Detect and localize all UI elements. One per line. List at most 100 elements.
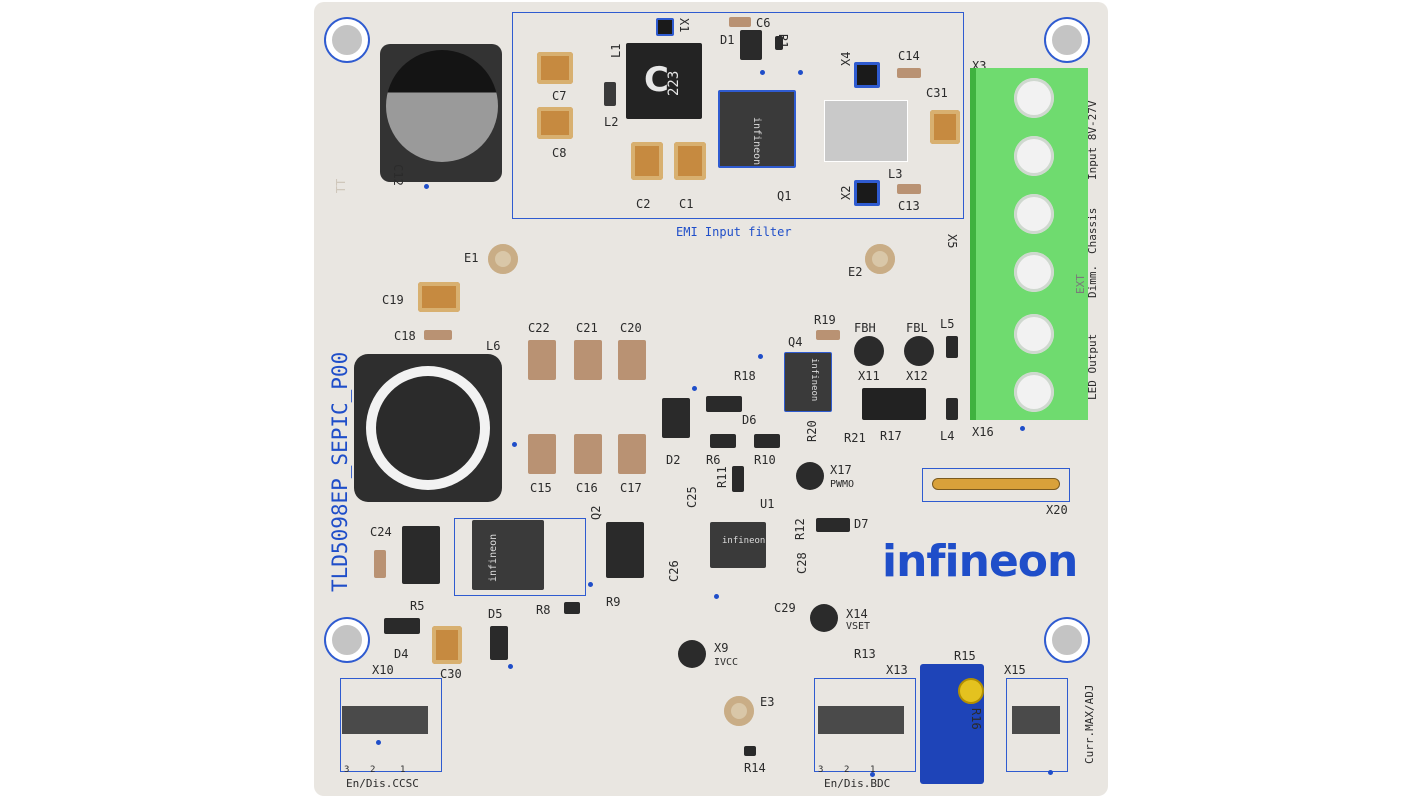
ref-x14: X14 <box>846 607 868 621</box>
ref-c17: C17 <box>620 481 642 495</box>
potentiometer-knob[interactable] <box>958 678 984 704</box>
header-x15[interactable] <box>1012 706 1060 734</box>
inductor-l2 <box>604 82 616 106</box>
ref-c2: C2 <box>636 197 651 211</box>
capacitor-c8 <box>537 107 573 139</box>
ref-c18: C18 <box>394 329 416 343</box>
ref-x12: X12 <box>906 369 928 383</box>
header-x13[interactable] <box>818 706 904 734</box>
ref-c12: C12 <box>390 164 405 186</box>
inductor-l5 <box>946 336 958 358</box>
terminal-screw-4[interactable] <box>1014 252 1054 292</box>
capacitor-c31 <box>930 110 960 144</box>
label-input-voltage: Input 8V-27V <box>1086 100 1099 180</box>
test-point-e3[interactable] <box>724 696 754 726</box>
ref-d1: D1 <box>720 33 735 47</box>
terminal-screw-5[interactable] <box>1014 314 1054 354</box>
ref-r18: R18 <box>734 369 756 383</box>
mosfet-q1 <box>718 90 796 168</box>
infineon-logo: infineon <box>882 536 1078 587</box>
c12-polarity-mark: TT <box>334 178 349 194</box>
ref-r11: R11 <box>715 466 729 488</box>
controller-u1 <box>710 522 766 568</box>
mosfet-q2 <box>472 520 544 590</box>
ref-x9: X9 <box>714 641 729 655</box>
connector-x1 <box>656 18 674 36</box>
x10-pin-2: 2 <box>370 765 376 775</box>
caption-vset: VSET <box>846 621 871 632</box>
terminal-screw-1[interactable] <box>1014 78 1054 118</box>
capacitor-c22 <box>528 340 556 380</box>
jumper-x11[interactable] <box>854 336 884 366</box>
via <box>376 740 381 745</box>
label-dimm: Dimm. <box>1086 264 1099 298</box>
header-x10[interactable] <box>342 706 428 734</box>
pcb-board: EMI Input filter C12 TT C7 C8 C 223 L1 L… <box>314 2 1108 796</box>
q2-outline <box>454 518 586 596</box>
capacitor-c14 <box>897 68 921 78</box>
ref-l5: L5 <box>940 317 955 331</box>
test-point-e2[interactable] <box>865 244 895 274</box>
diode-d1 <box>740 30 762 60</box>
u1-marking: infineon <box>722 536 766 546</box>
capacitor-c1 <box>674 142 706 180</box>
ref-fbl: FBL <box>906 321 928 335</box>
ref-d2: D2 <box>666 453 681 467</box>
ref-e1: E1 <box>464 251 479 265</box>
ref-d4: D4 <box>394 647 409 661</box>
ref-e3: E3 <box>760 695 775 709</box>
x10-pin-3: 3 <box>344 765 350 775</box>
terminal-block <box>970 68 1088 420</box>
terminal-screw-2[interactable] <box>1014 136 1054 176</box>
via <box>508 664 513 669</box>
ref-c22: C22 <box>528 321 550 335</box>
capacitor-c6 <box>729 17 751 27</box>
diode-d2 <box>662 398 690 438</box>
inductor-l1 <box>626 43 702 119</box>
ref-e2: E2 <box>848 265 863 279</box>
terminal-screw-6[interactable] <box>1014 372 1054 412</box>
jumper-x17[interactable] <box>796 462 824 490</box>
label-led-output: LED Output <box>1086 333 1099 400</box>
capacitor-c17 <box>618 434 646 474</box>
ref-d5: D5 <box>488 607 503 621</box>
emi-filter-outline <box>512 12 964 219</box>
via <box>714 594 719 599</box>
jumper-x9[interactable] <box>678 640 706 668</box>
mosfet-q4 <box>784 352 832 412</box>
ref-c26: C26 <box>667 560 681 582</box>
ref-c25: C25 <box>685 486 699 508</box>
ref-x17: X17 <box>830 463 852 477</box>
ref-c14: C14 <box>898 49 920 63</box>
connector-x4 <box>854 62 880 88</box>
via <box>760 70 765 75</box>
ref-c7: C7 <box>552 89 567 103</box>
ref-l1: L1 <box>609 43 623 58</box>
board-name: TLD5098EP_SEPIC_P00 <box>328 351 352 592</box>
ref-c8: C8 <box>552 146 567 160</box>
emi-filter-label: EMI Input filter <box>676 225 792 239</box>
jumper-x14[interactable] <box>810 604 838 632</box>
caption-x15: Curr.MAX/ADJ <box>1083 684 1096 764</box>
test-point-e1[interactable] <box>488 244 518 274</box>
mounting-hole-top-left <box>326 19 368 61</box>
capacitor-c15 <box>528 434 556 474</box>
caption-ivcc: IVCC <box>714 657 739 668</box>
mounting-hole-bottom-left <box>326 619 368 661</box>
jumper-x12[interactable] <box>904 336 934 366</box>
capacitor-c13 <box>897 184 921 194</box>
resistor-r1 <box>775 36 783 50</box>
resistor-r19 <box>816 330 840 340</box>
ref-x10: X10 <box>372 663 394 677</box>
resistor-r8 <box>564 602 580 614</box>
diode-d7 <box>816 518 850 532</box>
mounting-hole-bottom-right <box>1046 619 1088 661</box>
resistor-r14 <box>744 746 756 756</box>
capacitor-c2 <box>631 142 663 180</box>
terminal-screw-3[interactable] <box>1014 194 1054 234</box>
ref-x20: X20 <box>1046 503 1068 517</box>
via <box>1048 770 1053 775</box>
ref-c16: C16 <box>576 481 598 495</box>
wire-bridge-x20 <box>932 478 1060 490</box>
ref-c30: C30 <box>440 667 462 681</box>
